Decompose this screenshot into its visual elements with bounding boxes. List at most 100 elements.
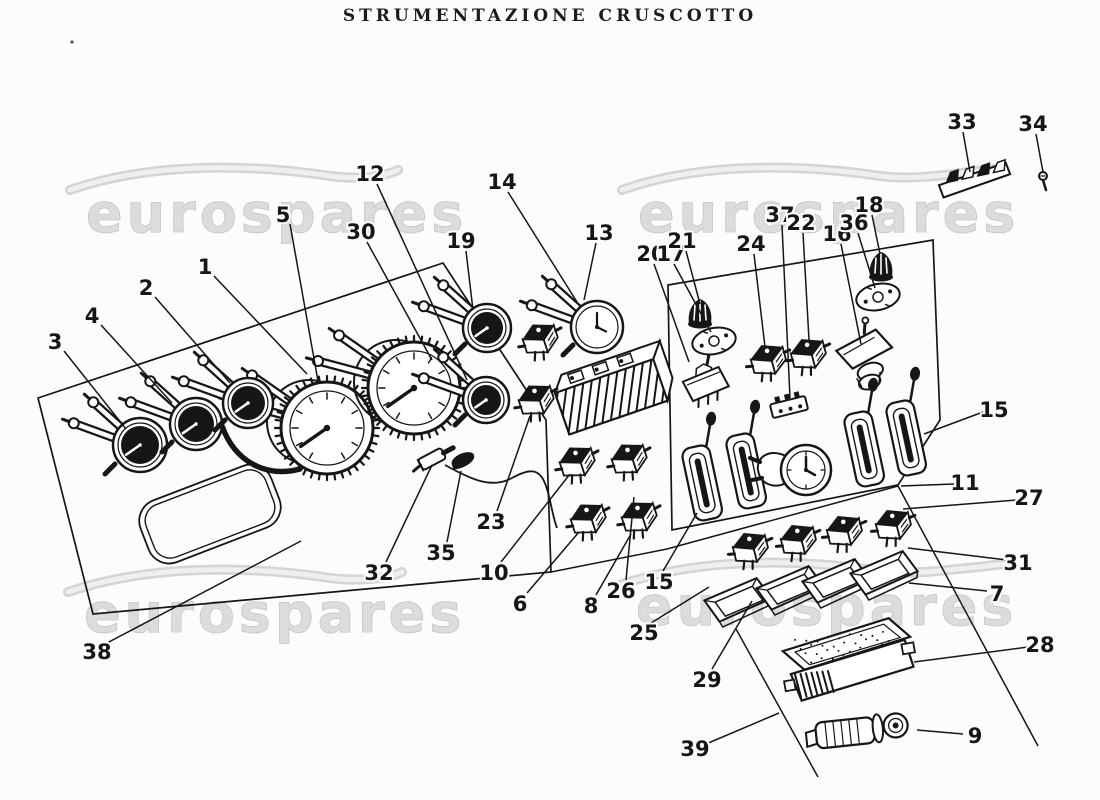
diagram-detail — [693, 304, 696, 321]
diagram-detail — [751, 577, 758, 587]
diagram-detail — [848, 633, 851, 636]
diagram-detail — [543, 392, 550, 403]
diagram-detail — [545, 397, 552, 407]
leader-line-6 — [526, 531, 580, 594]
diagram-detail — [846, 515, 863, 547]
diagram-detail — [805, 533, 813, 543]
callout-33: 33 — [947, 110, 976, 134]
diagram-detail — [579, 445, 596, 478]
diagram-detail — [894, 536, 897, 548]
diagram-detail — [900, 518, 908, 528]
diagram-detail — [757, 541, 765, 551]
diagram-detail — [775, 353, 783, 363]
leader-line-3 — [63, 350, 127, 430]
diagram-detail — [826, 669, 835, 693]
diagram-detail — [901, 523, 909, 533]
diagram-detail — [869, 529, 879, 533]
console-edge-line — [897, 485, 1039, 747]
diagram-detail — [591, 449, 600, 456]
diagram-detail — [536, 327, 541, 333]
diagram-detail — [708, 335, 720, 347]
diagram-detail — [764, 536, 774, 543]
rocker-switch — [744, 344, 792, 383]
bulb-connector-strip — [937, 158, 1012, 199]
callout-39: 39 — [680, 737, 709, 761]
diagram-detail — [738, 446, 754, 496]
diagram-detail — [758, 546, 766, 556]
leader-line-34 — [1035, 133, 1044, 173]
diagram-detail — [595, 325, 599, 329]
diagram-detail — [102, 461, 118, 477]
diagram-detail — [809, 365, 813, 376]
diagram-detail — [874, 257, 877, 274]
leader-line-20 — [653, 263, 690, 363]
diagram-detail — [601, 373, 610, 425]
diagram-detail — [570, 473, 574, 485]
diagram-detail — [575, 382, 585, 433]
diagram-detail — [138, 463, 282, 565]
diagram-detail — [752, 532, 769, 564]
diagram-detail — [631, 470, 635, 481]
leader-line-23 — [496, 415, 531, 512]
diagram-detail — [636, 451, 643, 462]
diagram-detail — [800, 524, 817, 556]
leader-line-29 — [711, 600, 753, 670]
leader-line-11 — [900, 483, 955, 487]
diagram-detail — [862, 321, 867, 335]
callout-10: 10 — [479, 561, 508, 585]
diagram-detail — [821, 644, 824, 647]
slider-control — [843, 377, 886, 488]
rocker-switch — [565, 502, 611, 542]
diagram-detail — [849, 572, 862, 576]
leader-line-37 — [781, 224, 791, 399]
leader-line-2 — [154, 296, 231, 384]
diagram-detail — [432, 275, 442, 284]
ignition-switch — [834, 316, 894, 391]
diagram-detail — [626, 364, 636, 416]
diagram-detail — [815, 653, 818, 656]
diagram-detail — [793, 623, 902, 666]
diagram-detail — [810, 338, 827, 370]
diagram-detail — [192, 350, 202, 359]
diagram-detail — [799, 551, 802, 563]
diagram-detail — [573, 450, 578, 456]
leader-line-28 — [913, 646, 1029, 663]
diagram-detail — [529, 303, 574, 322]
diagram-detail — [790, 551, 794, 563]
mounting-strap — [219, 423, 303, 475]
diagram-detail — [395, 412, 401, 420]
diagram-detail — [878, 371, 881, 383]
leader-line-16 — [840, 243, 862, 345]
diagram-detail — [705, 411, 717, 426]
callout-6: 6 — [513, 592, 528, 616]
diagram-detail — [212, 417, 228, 433]
callout-16: 16 — [822, 222, 851, 246]
diagram-detail — [646, 509, 653, 520]
leader-line-9 — [916, 729, 964, 735]
watermark: eurospares — [63, 564, 462, 645]
diagram-detail — [726, 552, 736, 556]
diagram-detail — [227, 382, 269, 424]
callout-35: 35 — [426, 541, 455, 565]
diagram-detail — [724, 333, 729, 338]
rocker-switch — [517, 322, 563, 362]
diagram-detail — [124, 396, 137, 409]
diagram-detail — [806, 538, 814, 548]
leader-line-33 — [962, 131, 971, 173]
connector — [769, 391, 809, 419]
diagram-detail — [703, 599, 716, 603]
diagram-detail — [803, 565, 810, 575]
diagram-detail — [810, 671, 819, 696]
clock-gauge — [518, 274, 625, 358]
diagram-detail — [304, 356, 315, 362]
diagram-detail — [748, 456, 762, 464]
diagram-detail — [898, 413, 914, 463]
diagram-detail — [697, 397, 700, 409]
diagram-detail — [616, 522, 626, 527]
diagram-detail — [703, 331, 708, 334]
diagram-detail — [849, 558, 856, 568]
diagram-detail — [887, 639, 890, 642]
diagram-detail — [1041, 178, 1048, 192]
diagram-detail — [67, 417, 80, 430]
diagram-detail — [631, 442, 648, 475]
